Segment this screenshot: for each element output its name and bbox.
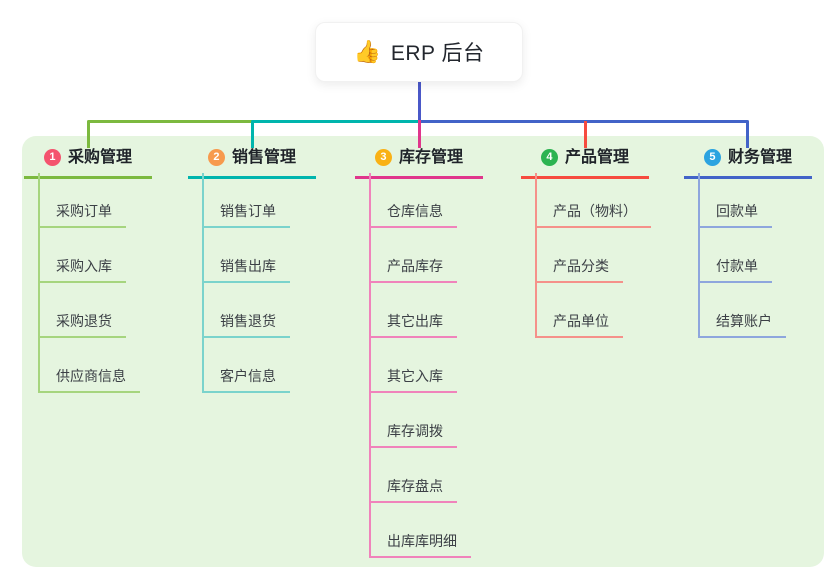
- branch-inventory-children: 仓库信息 产品库存 其它出库 其它入库 库存调拨 库存盘点 出库库明细: [369, 173, 471, 558]
- branch-title-label: 销售管理: [231, 149, 296, 166]
- branch-title-product-management[interactable]: 4 产品管理: [521, 147, 649, 179]
- badge-2: 2: [207, 149, 225, 166]
- node-purchase-order[interactable]: 采购订单: [40, 173, 126, 228]
- node-product-unit[interactable]: 产品单位: [537, 283, 623, 338]
- branch-title-sales-management[interactable]: 2 销售管理: [188, 147, 316, 179]
- branch-sales-children: 销售订单 销售出库 销售退货 客户信息: [202, 173, 290, 393]
- root-node-title: ERP 后台: [390, 42, 485, 65]
- node-purchase-inbound[interactable]: 采购入库: [40, 228, 126, 283]
- node-customer-info[interactable]: 客户信息: [204, 338, 290, 393]
- branch-product: 4 产品管理 产品（物料） 产品分类 产品单位: [521, 147, 651, 338]
- node-purchase-return[interactable]: 采购退货: [40, 283, 126, 338]
- badge-1: 1: [43, 149, 61, 166]
- branch-title-purchase-management[interactable]: 1 采购管理: [24, 147, 152, 179]
- node-warehouse-info[interactable]: 仓库信息: [371, 173, 457, 228]
- root-node[interactable]: 👍 ERP 后台: [315, 22, 523, 82]
- branch-title-label: 财务管理: [727, 149, 792, 166]
- branch-purchase-children: 采购订单 采购入库 采购退货 供应商信息: [38, 173, 140, 393]
- node-stock-check[interactable]: 库存盘点: [371, 448, 457, 503]
- node-sales-outbound[interactable]: 销售出库: [204, 228, 290, 283]
- thumbs-up-icon: 👍: [353, 39, 381, 64]
- badge-5: 5: [703, 149, 721, 166]
- branch-title-finance-management[interactable]: 5 财务管理: [684, 147, 812, 179]
- badge-3: 3: [374, 149, 392, 166]
- node-other-inbound[interactable]: 其它入库: [371, 338, 457, 393]
- branch-title-label: 采购管理: [67, 149, 132, 166]
- node-product-category[interactable]: 产品分类: [537, 228, 623, 283]
- node-product-material[interactable]: 产品（物料）: [537, 173, 651, 228]
- node-receipt-doc[interactable]: 回款单: [700, 173, 772, 228]
- branch-inventory: 3 库存管理 仓库信息 产品库存 其它出库 其它入库 库存调拨 库存盘点 出库库…: [355, 147, 483, 558]
- branch-purchase: 1 采购管理 采购订单 采购入库 采购退货 供应商信息: [24, 147, 152, 393]
- branch-title-inventory-management[interactable]: 3 库存管理: [355, 147, 483, 179]
- node-settlement-account[interactable]: 结算账户: [700, 283, 786, 338]
- branch-finance: 5 财务管理 回款单 付款单 结算账户: [684, 147, 812, 338]
- node-outbound-detail[interactable]: 出库库明细: [371, 503, 471, 558]
- node-product-stock[interactable]: 产品库存: [371, 228, 457, 283]
- branch-product-children: 产品（物料） 产品分类 产品单位: [535, 173, 651, 338]
- mindmap-panel: [22, 136, 824, 567]
- node-supplier-info[interactable]: 供应商信息: [40, 338, 140, 393]
- node-sales-order[interactable]: 销售订单: [204, 173, 290, 228]
- branch-finance-children: 回款单 付款单 结算账户: [698, 173, 786, 338]
- node-stock-transfer[interactable]: 库存调拨: [371, 393, 457, 448]
- branch-title-label: 库存管理: [398, 149, 463, 166]
- branch-title-label: 产品管理: [564, 149, 629, 166]
- branch-sales: 2 销售管理 销售订单 销售出库 销售退货 客户信息: [188, 147, 316, 393]
- node-sales-return[interactable]: 销售退货: [204, 283, 290, 338]
- badge-4: 4: [540, 149, 558, 166]
- node-other-outbound[interactable]: 其它出库: [371, 283, 457, 338]
- node-payment-doc[interactable]: 付款单: [700, 228, 772, 283]
